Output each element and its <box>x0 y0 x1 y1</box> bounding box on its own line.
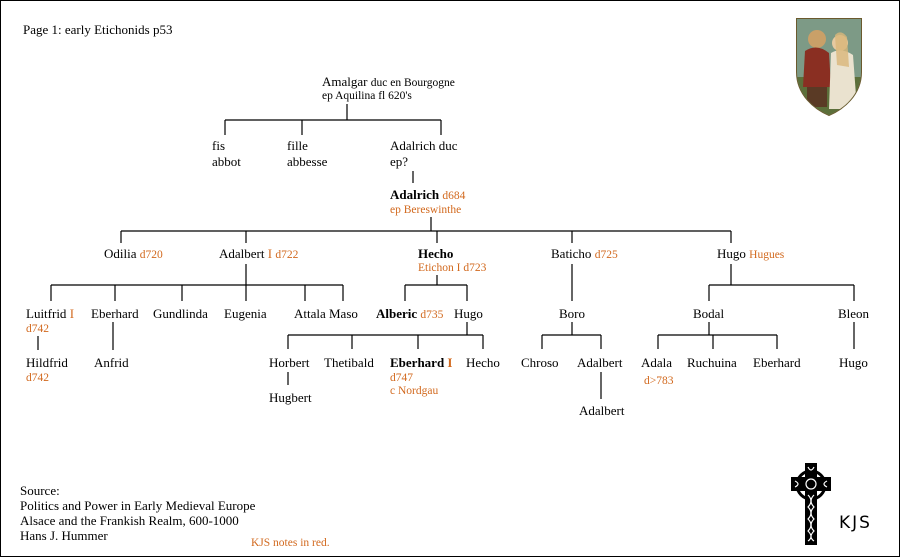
person-eberhard: Eberhard <box>91 306 139 321</box>
person-hugo-son-of-bleon: Hugo <box>839 355 868 370</box>
person-amalgar: Amalgar duc en Bourgogne <box>322 74 455 89</box>
person-adalrich: Adalrich d684 <box>390 187 466 202</box>
date-hildfrid: d742 <box>26 372 49 384</box>
kjs-logo-text: KJS <box>839 513 872 533</box>
person-hecho: Hecho <box>418 246 454 261</box>
person-alberic: Alberic d735 <box>376 306 444 321</box>
heraldic-shield-icon <box>796 18 862 117</box>
spouse-nordgau: c Nordgau <box>390 385 439 397</box>
source-label: Source: <box>20 483 60 498</box>
person-hecho-son-of-hugo: Hecho <box>466 355 500 370</box>
date-luitfrid: d742 <box>26 323 49 335</box>
person-luitfrid: Luitfrid I <box>26 306 75 321</box>
person-adalbert: Adalbert I d722 <box>219 246 299 261</box>
person-fille: fille <box>287 138 308 153</box>
person-adalbert-grandson-of-boro: Adalbert <box>579 403 625 418</box>
source-author: Hans J. Hummer <box>20 528 108 543</box>
person-ruchuina: Ruchuina <box>687 355 737 370</box>
person-odilia: Odilia d720 <box>104 246 163 261</box>
date-eberhard: d747 <box>390 372 413 384</box>
spouse-aquilina: ep Aquilina fl 620's <box>322 90 412 102</box>
person-maso: Maso <box>329 306 358 321</box>
person-boro: Boro <box>559 306 585 321</box>
person-eberhard-i: Eberhard I <box>390 355 453 370</box>
person-bodal: Bodal <box>693 306 725 321</box>
person-eugenia: Eugenia <box>224 306 267 321</box>
person-attala: Attala <box>294 306 326 321</box>
page-title: Page 1: early Etichonids p53 <box>23 22 173 37</box>
person-hildfrid: Hildfrid <box>26 355 68 370</box>
person-adalrich-duc-spouse: ep? <box>390 154 409 169</box>
date-adala: d>783 <box>644 375 674 387</box>
person-horbert: Horbert <box>269 355 310 370</box>
person-chroso: Chroso <box>521 355 559 370</box>
person-bleon: Bleon <box>838 306 870 321</box>
spouse-bereswinthe: ep Bereswinthe <box>390 204 462 216</box>
person-fis-role: abbot <box>212 154 241 169</box>
person-baticho: Baticho d725 <box>551 246 618 261</box>
person-gundlinda: Gundlinda <box>153 306 208 321</box>
person-fille-role: abbesse <box>287 154 328 169</box>
celtic-cross-icon <box>791 463 831 545</box>
person-thetibald: Thetibald <box>324 355 374 370</box>
person-fis: fis <box>212 138 225 153</box>
person-adalbert-son-of-boro: Adalbert <box>577 355 623 370</box>
source-title: Politics and Power in Early Medieval Eur… <box>20 498 256 513</box>
person-adala: Adala <box>641 355 673 370</box>
source-subtitle: Alsace and the Frankish Realm, 600-1000 <box>20 513 239 528</box>
person-eberhard-son-of-bodal: Eberhard <box>753 355 801 370</box>
person-hugo: Hugo Hugues <box>717 246 785 261</box>
person-hugo-son-of-hecho: Hugo <box>454 306 483 321</box>
person-anfrid: Anfrid <box>94 355 129 370</box>
person-hugbert: Hugbert <box>269 390 312 405</box>
notes-legend: KJS notes in red. <box>251 537 330 549</box>
note-etichon: Etichon I d723 <box>418 262 487 274</box>
person-adalrich-duc: Adalrich duc <box>390 138 458 153</box>
